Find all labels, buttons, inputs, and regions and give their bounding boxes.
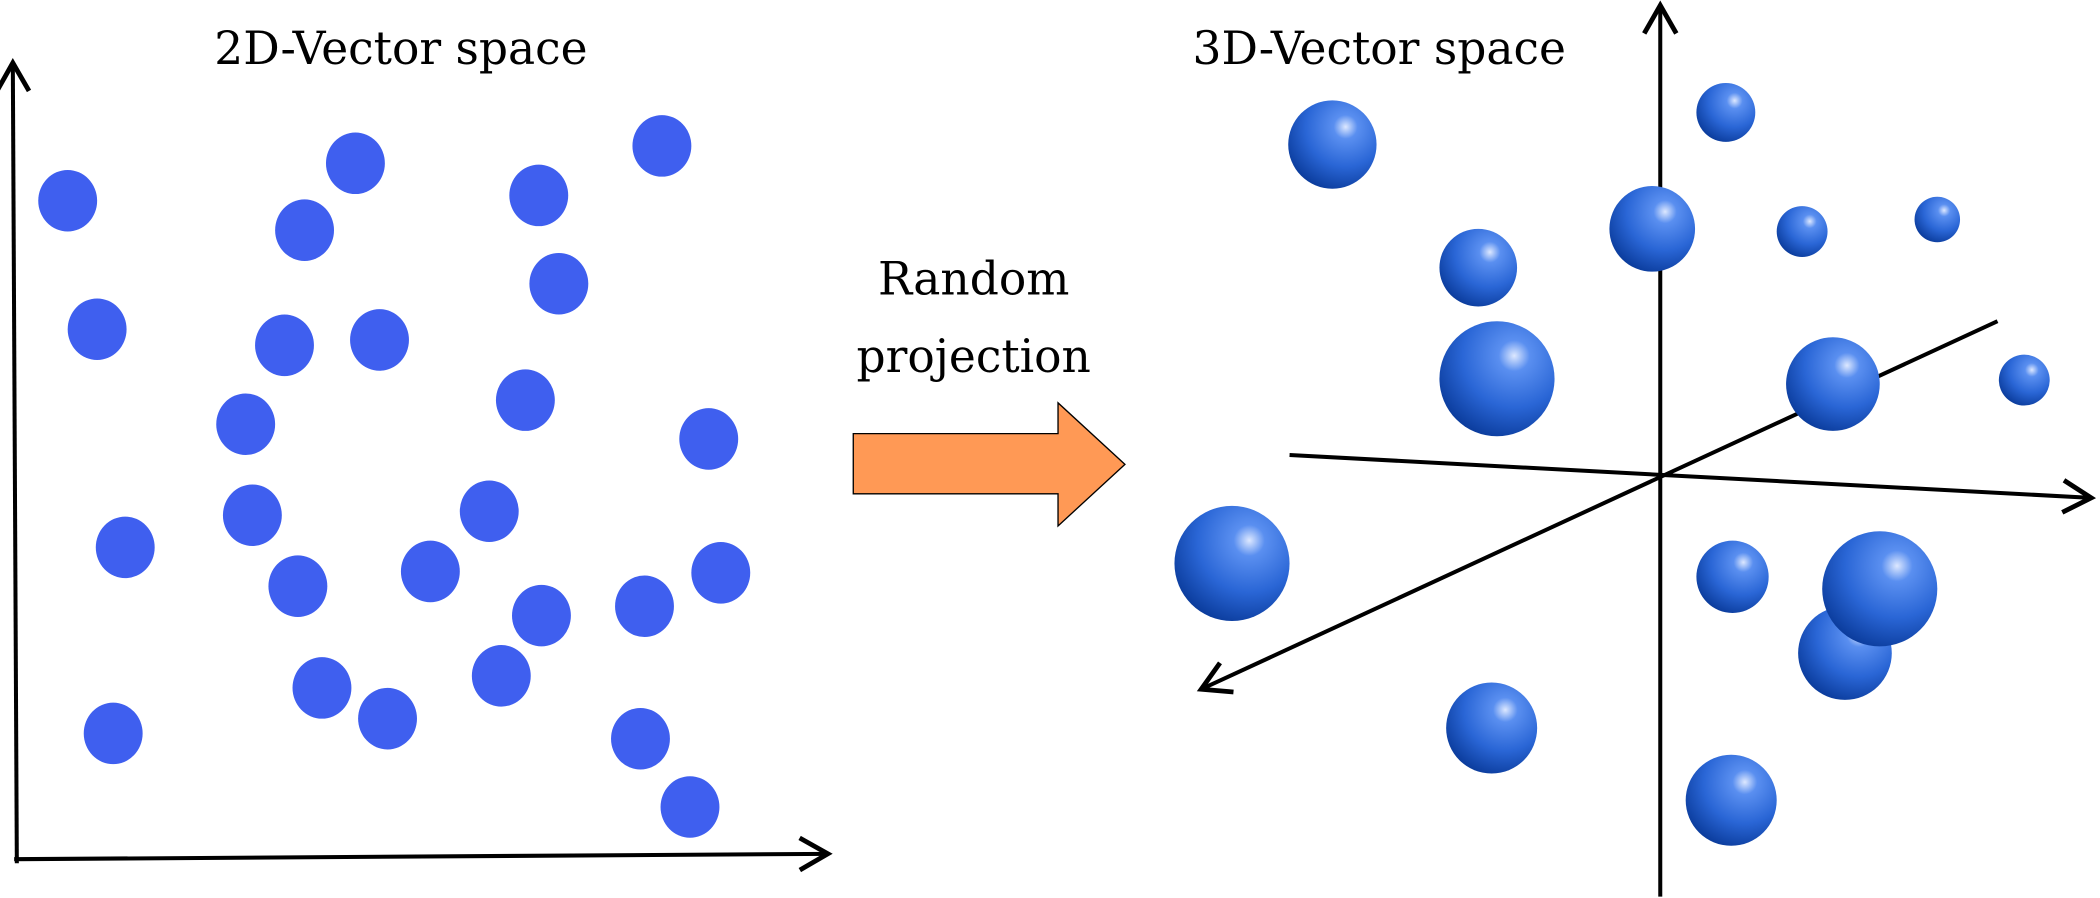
- points-2d: [38, 115, 751, 838]
- point-2d: [268, 555, 328, 617]
- point-2d: [632, 115, 692, 177]
- point-2d: [358, 687, 417, 750]
- point-2d: [350, 309, 409, 371]
- point-2d: [292, 657, 352, 719]
- sphere-3d: [1786, 337, 1880, 431]
- point-2d: [471, 645, 531, 707]
- sphere-3d: [1696, 540, 1769, 613]
- point-2d: [38, 169, 98, 232]
- title-2d: 2D-Vector space: [214, 22, 587, 75]
- point-2d: [275, 199, 335, 261]
- point-2d: [216, 393, 276, 456]
- sphere-3d: [1446, 682, 1538, 774]
- point-2d: [495, 369, 555, 431]
- point-2d: [679, 408, 739, 470]
- sphere-3d: [1914, 196, 1961, 243]
- point-2d: [611, 707, 670, 770]
- point-2d: [512, 584, 571, 647]
- y-axis-2d: [0, 58, 32, 864]
- point-2d: [95, 516, 155, 579]
- x-axis-3d: [1289, 453, 2097, 515]
- x-axis-2d: [14, 835, 833, 873]
- sphere-3d: [1776, 206, 1828, 257]
- point-2d: [67, 298, 127, 361]
- spheres-3d: [1174, 82, 2050, 846]
- sphere-3d: [1174, 505, 1290, 621]
- title-3d: 3D-Vector space: [1193, 22, 1566, 75]
- point-2d: [400, 540, 460, 603]
- projection-label-line2: projection: [857, 330, 1091, 383]
- sphere-3d: [1998, 354, 2050, 406]
- point-2d: [615, 575, 674, 638]
- point-2d: [459, 480, 519, 543]
- point-2d: [222, 484, 282, 547]
- point-2d: [83, 702, 143, 765]
- point-2d: [255, 314, 314, 377]
- point-2d: [509, 164, 569, 227]
- projection-arrow: [852, 401, 1126, 528]
- sphere-3d: [1609, 186, 1696, 272]
- point-2d: [691, 542, 751, 604]
- projection-label-line1: Random: [878, 252, 1069, 305]
- point-2d: [529, 252, 589, 315]
- sphere-3d: [1822, 531, 1938, 647]
- sphere-3d: [1439, 228, 1518, 307]
- point-2d: [325, 132, 385, 195]
- sphere-3d: [1696, 82, 1756, 142]
- sphere-3d: [1439, 321, 1555, 437]
- point-2d: [660, 776, 720, 838]
- sphere-3d: [1685, 754, 1777, 846]
- sphere-3d: [1288, 100, 1377, 189]
